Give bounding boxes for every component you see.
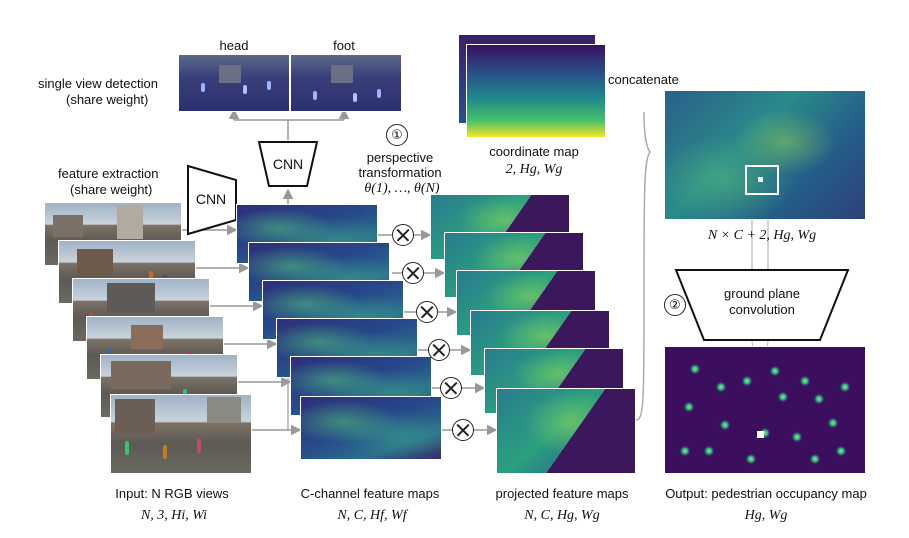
feature-dims: N, C, Hf, Wf [337,508,407,523]
foot-label: foot [333,38,355,53]
step-1-badge: ① [386,124,408,146]
foot-heatmap-image [290,54,402,112]
input-view-6 [110,394,252,474]
step-2-badge: ② [664,294,686,316]
share-weight-label-top: (share weight) [66,92,149,107]
output-dims: Hg, Wg [744,508,788,523]
occupancy-map [664,346,866,474]
multiply-circle-icon-3 [416,301,438,323]
multiply-circle-icon-6 [452,419,474,441]
occupancy-blobs [679,363,851,465]
multiply-circle-icon-1 [392,224,414,246]
coordinate-map-label: coordinate map [489,144,579,159]
receptive-field-box [745,165,779,195]
feature-maps-label: C-channel feature maps [300,486,440,501]
concatenate-label: concatenate [608,72,679,87]
projected-dims: N, C, Hg, Wg [524,508,600,523]
cnn-center-label: CNN [272,156,304,172]
share-weight-label-left: (share weight) [70,182,153,197]
coordinate-map-dims: 2, Hg, Wg [505,162,563,177]
concatenated-map [664,90,866,220]
concat-dims: N × C + 2, Hg, Wg [707,228,817,243]
feature-map-6 [300,396,442,460]
multiply-circle-icon-2 [402,262,424,284]
ground-plane-label: ground plane [724,286,800,301]
input-label: Input: N RGB views [115,486,229,501]
transformation-label: transformation [358,165,442,180]
projected-label: projected feature maps [495,486,629,501]
cnn-left-label: CNN [195,191,227,207]
convolution-label: convolution [729,302,795,317]
head-heatmap-image [178,54,290,112]
input-dims: N, 3, Hi, Wi [140,508,208,523]
output-label: Output: pedestrian occupancy map [665,486,867,501]
projected-map-6 [496,388,636,474]
multiply-circle-icon-4 [428,339,450,361]
ground-plane-conv-trapezoid-icon [674,269,850,341]
cnn-center-trapezoid-icon [257,141,319,187]
single-view-detection-label: single view detection [38,76,158,91]
theta-label: θ(1), …, θ(N) [364,181,440,196]
coordinate-map-front [466,44,606,138]
multiply-circle-icon-5 [440,377,462,399]
perspective-label: perspective [366,150,434,165]
receptive-field-center [758,177,763,182]
feature-extraction-label: feature extraction [58,166,159,181]
head-label: head [219,38,249,53]
